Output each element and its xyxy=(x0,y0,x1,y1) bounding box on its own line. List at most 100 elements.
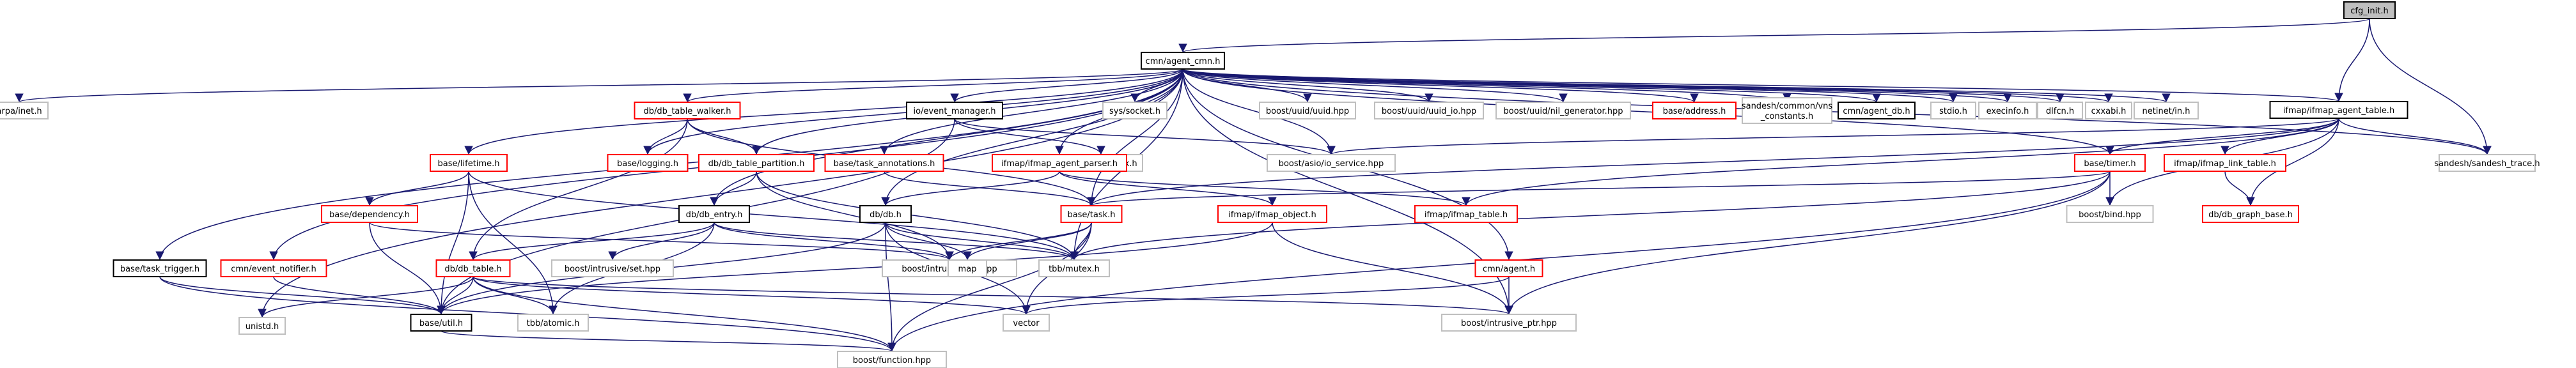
edge-line xyxy=(683,68,1183,103)
edge-db_table-to-intrusive_ptr xyxy=(472,276,1513,315)
node-vector[interactable]: vector xyxy=(1003,314,1050,332)
node-intrusive-set[interactable]: boost/intrusive/set.hpp xyxy=(551,259,674,277)
node-function-hpp[interactable]: boost/function.hpp xyxy=(837,351,947,368)
edge-line xyxy=(472,276,1513,315)
node-db-entry[interactable]: db/db_entry.h xyxy=(678,205,750,223)
node-base-logging[interactable]: base/logging.h xyxy=(607,154,689,172)
node-uuid-io[interactable]: boost/uuid/uuid_io.hpp xyxy=(1374,102,1484,119)
node-db-db[interactable]: db/db.h xyxy=(859,205,912,223)
node-box xyxy=(1267,154,1396,172)
edge-line xyxy=(365,171,469,206)
node-label: tbb/atomic.h xyxy=(527,319,580,328)
edge-ifmap_link_table-to-db_graph_base xyxy=(2224,171,2255,206)
node-label: ifmap/ifmap_object.h xyxy=(1228,210,1316,220)
node-label: stdio.h xyxy=(1939,107,1967,116)
node-box xyxy=(220,259,327,277)
edge-line xyxy=(1272,222,1513,315)
node-cfg-init[interactable]: cfg_init.h xyxy=(2343,1,2396,19)
node-agent-db[interactable]: cmn/agent_db.h xyxy=(1838,102,1916,119)
node-label: boost/uuid/nil_generator.hpp xyxy=(1504,107,1623,116)
edge-agent_cmn-to-ifmap_agent_table xyxy=(1182,68,2343,102)
node-intrusive-ptr[interactable]: boost/intrusive_ptr.hpp xyxy=(1441,314,1577,332)
node-base-lifetime[interactable]: base/lifetime.h xyxy=(430,154,508,172)
node-ifmap-agent-table[interactable]: ifmap/ifmap_agent_table.h xyxy=(2269,101,2408,119)
node-io-service[interactable]: boost/asio/io_service.hpp xyxy=(1267,154,1396,172)
node-db-table[interactable]: db/db_table.h xyxy=(435,259,511,277)
node-label: boost/uuid/uuid_io.hpp xyxy=(1382,107,1476,116)
node-label: base/task.h xyxy=(1067,210,1115,220)
edge-line xyxy=(1327,118,2339,155)
node-stdio[interactable]: stdio.h xyxy=(1930,102,1976,119)
node-event-notifier[interactable]: cmn/event_notifier.h xyxy=(220,259,327,277)
edge-line xyxy=(1182,68,2170,103)
node-ifmap-table[interactable]: ifmap/ifmap_table.h xyxy=(1414,205,1518,223)
edge-line xyxy=(1182,68,2114,155)
node-label: execinfo.h xyxy=(1987,107,2029,116)
edge-agent_cmn-to-netinet_in xyxy=(1182,68,2170,103)
node-vns-constants[interactable]: sandesh/common/vns_constants.h xyxy=(1742,97,1833,124)
edge-event_notifier-to-base_util xyxy=(273,276,446,315)
node-sys-socket[interactable]: sys/socket.h xyxy=(1102,102,1167,119)
node-cmn-agent[interactable]: cmn/agent.h xyxy=(1474,259,1543,277)
edge-line xyxy=(15,68,1183,103)
node-label: cmn/agent.h xyxy=(1483,264,1535,274)
edge-line xyxy=(258,276,474,318)
node-label: base/util.h xyxy=(419,319,463,328)
node-arpa-inet[interactable]: arpa/inet.h xyxy=(0,102,49,119)
node-db-table-partition[interactable]: db/db_table_partition.h xyxy=(698,154,815,172)
node-base-task-trigger[interactable]: base/task_trigger.h xyxy=(113,259,207,277)
edge-line xyxy=(273,276,446,315)
edge-ifmap_agent_table-to-io_service xyxy=(1327,118,2339,155)
node-db-graph-base[interactable]: db/db_graph_base.h xyxy=(2202,205,2299,223)
node-ifmap-agent-parser[interactable]: ifmap/ifmap_agent_parser.h xyxy=(992,154,1127,172)
node-box xyxy=(1441,314,1577,332)
node-map[interactable]: map xyxy=(948,259,987,277)
edge-db_entry-to-intrusive_list xyxy=(714,222,954,261)
edge-line xyxy=(1179,18,2370,53)
node-base-task[interactable]: base/task.h xyxy=(1060,205,1123,223)
edge-line xyxy=(1462,118,2339,206)
node-agent-cmn[interactable]: cmn/agent_cmn.h xyxy=(1141,52,1225,70)
node-base-address[interactable]: base/address.h xyxy=(1652,102,1737,119)
edge-cfg_init-to-sandesh_trace xyxy=(2369,18,2492,155)
node-execinfo[interactable]: execinfo.h xyxy=(1978,102,2037,119)
edge-agent_cmn-to-db_entry xyxy=(710,68,1183,206)
node-label: cmn/event_notifier.h xyxy=(231,264,316,274)
node-label: arpa/inet.h xyxy=(0,107,42,116)
edge-base_lifetime-to-base_util xyxy=(437,171,469,315)
node-base-util[interactable]: base/util.h xyxy=(410,314,472,332)
node-box xyxy=(698,154,815,172)
node-db-table-walker[interactable]: db/db_table_walker.h xyxy=(634,102,741,119)
node-base-timer[interactable]: base/timer.h xyxy=(2074,154,2146,172)
edge-line xyxy=(756,171,1079,261)
node-bind-hpp[interactable]: boost/bind.hpp xyxy=(2066,205,2154,223)
edge-line xyxy=(608,222,715,261)
edge-io_event_manager-to-io_service xyxy=(954,118,1336,155)
node-unistd[interactable]: unistd.h xyxy=(238,317,286,335)
node-sandesh-trace[interactable]: sandesh/sandesh_trace.h xyxy=(2434,154,2540,172)
edge-line xyxy=(1070,171,2111,261)
node-io-event-manager[interactable]: io/event_manager.h xyxy=(906,102,1003,119)
node-task-annotations[interactable]: base/task_annotations.h xyxy=(824,154,944,172)
node-box xyxy=(1838,102,1916,119)
node-label: boost/function.hpp xyxy=(853,356,931,365)
node-tbb-mutex[interactable]: tbb/mutex.h xyxy=(1038,259,1110,277)
node-box xyxy=(113,259,207,277)
node-box xyxy=(1414,205,1518,223)
edge-line xyxy=(1182,68,2492,155)
node-label: boost/intrusive/set.hpp xyxy=(565,264,660,274)
edge-line xyxy=(159,276,446,315)
edge-agent_cmn-to-io_service xyxy=(1182,68,1336,155)
node-ifmap-link-table[interactable]: ifmap/ifmap_link_table.h xyxy=(2164,154,2286,172)
node-base-dependency[interactable]: base/dependency.h xyxy=(321,205,418,223)
edge-line xyxy=(885,222,1079,261)
node-tbb-atomic[interactable]: tbb/atomic.h xyxy=(517,314,589,332)
node-ifmap-object[interactable]: ifmap/ifmap_object.h xyxy=(1217,205,1327,223)
node-dlfcn[interactable]: dlfcn.h xyxy=(2037,102,2083,119)
edge-line xyxy=(369,222,954,261)
node-box xyxy=(2164,154,2286,172)
node-netinet-in[interactable]: netinet/in.h xyxy=(2134,102,2199,119)
node-nil-gen[interactable]: boost/uuid/nil_generator.hpp xyxy=(1495,102,1631,119)
node-uuid-hpp[interactable]: boost/uuid/uuid.hpp xyxy=(1259,102,1356,119)
node-cxxabi[interactable]: cxxabi.h xyxy=(2085,102,2132,119)
